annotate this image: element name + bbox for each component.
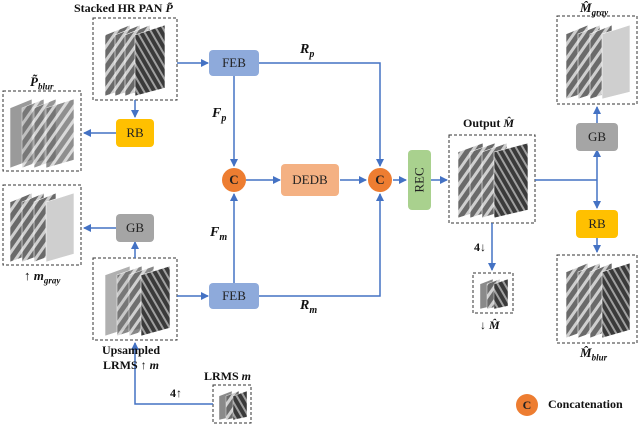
m-gray-sub: gray	[43, 275, 61, 286]
output-label: Output M̂	[463, 116, 514, 131]
rm-label: Rm	[300, 298, 317, 316]
upsampled-lrms-image	[104, 265, 171, 337]
p-blur-frame	[2, 90, 82, 172]
concat-legend-label: Concatenation	[548, 397, 623, 411]
p-blur-base: P̃	[30, 74, 38, 89]
upsampled-line2: LRMS ↑	[103, 358, 147, 372]
feb-top-block: FEB	[209, 50, 259, 76]
upsampled-line1: Upsampled	[102, 343, 161, 357]
m-blur-out-image	[565, 262, 631, 339]
concat-legend-node: C	[516, 394, 538, 416]
fp-sub: p	[221, 112, 227, 124]
m-blur-out-frame	[556, 254, 638, 344]
concat-left-node: C	[222, 168, 246, 192]
p-blur-label: P̃blur	[30, 74, 53, 92]
fm-base: F	[210, 225, 220, 240]
down-m-label: ↓ M̂	[480, 318, 500, 332]
lrms-text: LRMS	[204, 369, 239, 383]
gb-left-block: GB	[116, 214, 154, 242]
stacked-pan-text: Stacked HR PAN	[74, 1, 163, 15]
gb-right-block: GB	[576, 123, 618, 151]
m-blur-out-label: M̂blur	[580, 345, 607, 363]
m-gray-base: m	[33, 268, 44, 283]
m-gray-out-label: M̂gray	[580, 0, 608, 18]
lrms-symbol: m	[241, 369, 252, 383]
upsampled-lrms-label: Upsampled LRMS ↑ m	[102, 343, 160, 373]
upsampled-symbol: m	[149, 358, 160, 372]
m-gray-image	[9, 192, 75, 263]
m-gray-prefix: ↑	[24, 268, 31, 283]
M-blur-base: M̂	[580, 345, 592, 360]
dedb-block: DEDB	[281, 164, 339, 196]
down-m-frame	[472, 272, 514, 314]
rec-block: REC	[408, 150, 431, 210]
output-text: Output	[463, 116, 501, 130]
feb-bottom-block: FEB	[209, 283, 259, 309]
fp-base: F	[212, 106, 222, 121]
concat-right-node: C	[368, 168, 392, 192]
M-blur-sub: blur	[591, 352, 608, 363]
rp-base: R	[300, 42, 310, 57]
scale-down-label: 4↓	[474, 240, 486, 254]
M-gray-sub: gray	[591, 7, 609, 18]
rp-label: Rp	[300, 42, 314, 60]
rec-label: REC	[411, 167, 427, 193]
down-m-image	[479, 278, 509, 310]
p-blur-image	[9, 98, 75, 169]
lrms-label: LRMS m	[204, 369, 251, 384]
p-blur-sub: blur	[37, 81, 54, 92]
lrms-image	[218, 390, 248, 421]
rb-right-block: RB	[576, 210, 618, 238]
m-gray-out-image	[565, 24, 631, 100]
fp-label: Fp	[212, 106, 226, 124]
m-gray-frame	[2, 184, 82, 266]
m-gray-label: ↑ mgray	[24, 268, 60, 286]
rp-sub: p	[309, 48, 315, 60]
stacked-pan-label: Stacked HR PAN P̃	[74, 1, 173, 16]
M-gray-base: M̂	[580, 0, 592, 15]
fm-sub: m	[219, 231, 228, 243]
fm-label: Fm	[210, 225, 227, 243]
output-image	[457, 142, 529, 219]
m-gray-out-frame	[556, 15, 638, 105]
rb-left-block: RB	[116, 119, 154, 147]
output-symbol: M̂	[503, 116, 515, 130]
rm-base: R	[300, 298, 310, 313]
rm-sub: m	[309, 304, 318, 316]
stacked-pan-image	[104, 24, 166, 97]
stacked-pan-symbol: P̃	[165, 1, 173, 15]
scale-up-label: 4↑	[170, 386, 182, 400]
